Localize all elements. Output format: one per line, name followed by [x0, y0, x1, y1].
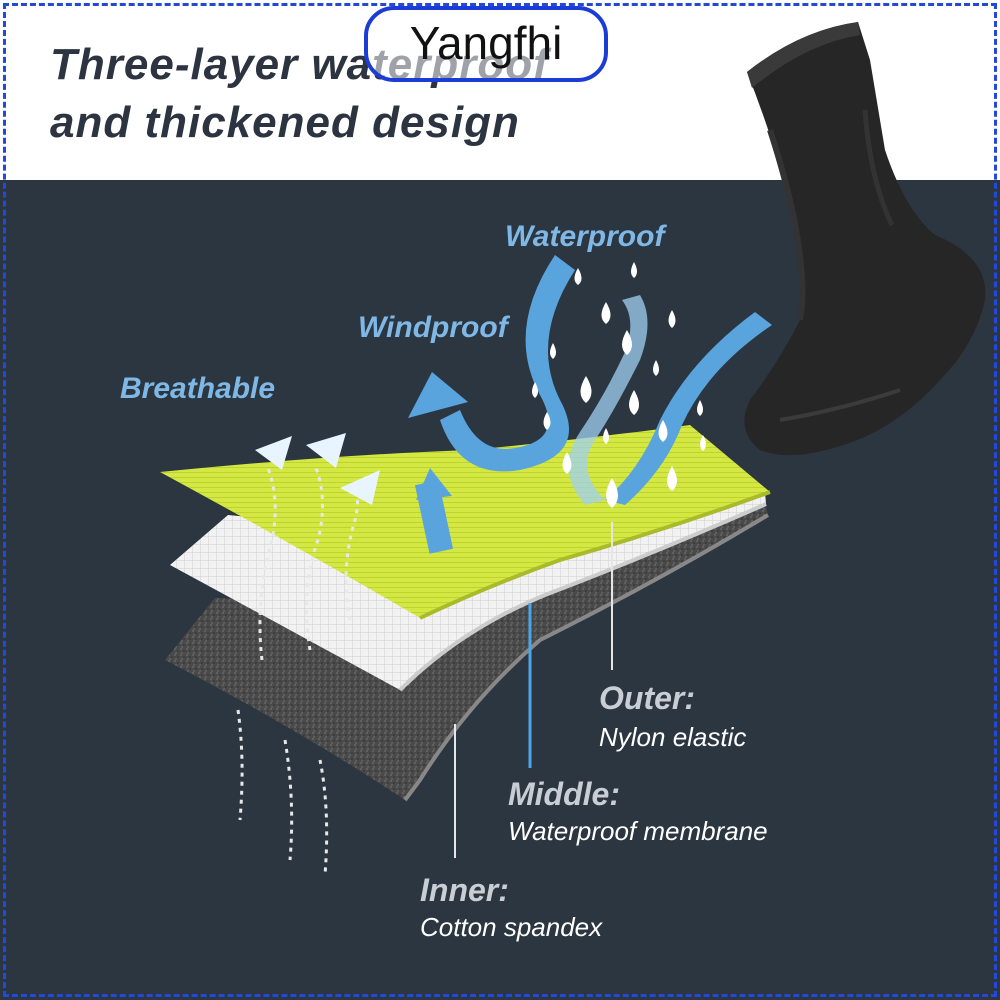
outer-layer-description: Nylon elastic — [599, 722, 747, 752]
feature-waterproof: Waterproof — [505, 220, 665, 253]
feature-breathable: Breathable — [120, 372, 276, 405]
outer-layer — [160, 425, 771, 620]
outer-layer-name: Outer: — [599, 680, 695, 716]
middle-layer-description: Waterproof membrane — [508, 816, 768, 846]
middle-layer-name: Middle: — [508, 776, 620, 812]
breathable-flow — [236, 467, 359, 876]
brand-watermark: Yangfhi — [364, 6, 608, 82]
sock-image — [744, 22, 986, 456]
water-drop-icon — [532, 262, 706, 508]
brand-name: Yangfhi — [409, 17, 563, 69]
inner-layer-description: Cotton spandex — [420, 912, 603, 942]
inner-layer-name: Inner: — [420, 872, 509, 908]
upward-triangle-icon — [255, 433, 380, 505]
curved-arrow-icon — [408, 255, 772, 554]
title-line-2: and thickened design — [50, 98, 520, 147]
feature-windproof: Windproof — [358, 311, 508, 344]
inner-layer — [165, 503, 770, 802]
